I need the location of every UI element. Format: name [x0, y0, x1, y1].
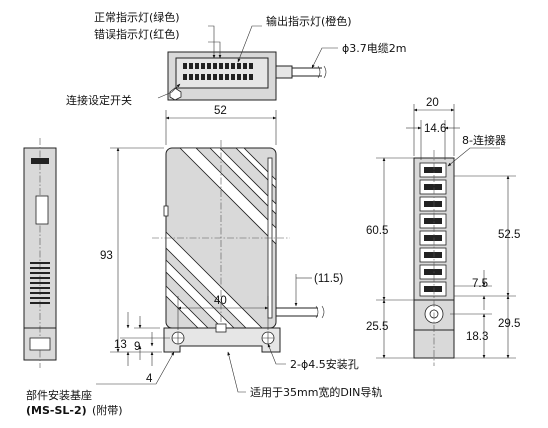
connector-stack — [419, 162, 447, 297]
dim-4: 4 — [146, 373, 153, 385]
mount-base-leader — [96, 351, 175, 385]
top-view-panel — [175, 57, 269, 89]
dim-93: 93 — [100, 250, 113, 262]
mounting-base — [163, 327, 281, 353]
dim-40: 40 — [214, 295, 227, 307]
error-led-label: 错误指示灯(红色) — [94, 27, 180, 41]
mount-base-suffix: (附带) — [92, 403, 123, 417]
error-led-leader — [208, 41, 222, 59]
connector-label: 8-连接器 — [462, 134, 506, 147]
front-cable — [276, 307, 318, 317]
side-view — [23, 138, 57, 368]
setting-switch-array — [183, 63, 253, 80]
connector-leader — [447, 147, 500, 167]
dim-11-5: (11.5) — [314, 273, 343, 285]
dim-7-5: 7.5 — [472, 278, 488, 290]
din-rail-label: 适用于35mm宽的DIN导轨 — [250, 385, 382, 399]
dim-18-3: 18.3 — [466, 331, 488, 343]
front-side-notch — [163, 205, 169, 217]
setting-switch-label: 连接设定开关 — [66, 93, 132, 107]
switch-leader — [157, 83, 181, 99]
dim-9: 9 — [134, 341, 140, 353]
din-leader — [227, 351, 246, 393]
side-slot — [35, 195, 49, 225]
cable-break-mark — [317, 65, 327, 79]
output-led-label: 输出指示灯(橙色) — [266, 14, 352, 28]
dim-25-5: 25.5 — [366, 321, 388, 333]
mount-base-model: (MS-SL-2) — [26, 404, 87, 417]
dim-29-5: 29.5 — [498, 318, 520, 330]
normal-led-leader — [208, 25, 216, 59]
side-vent-slits — [30, 262, 50, 304]
mount-base-label-line1: 部件安装基座 — [26, 388, 92, 402]
normal-led-label: 正常指示灯(绿色) — [94, 10, 180, 24]
dim-52-5: 52.5 — [498, 229, 520, 241]
front-cable-break-mark — [315, 305, 325, 319]
dim-13: 13 — [114, 339, 127, 351]
holes-leader — [267, 343, 286, 365]
mounting-holes-label: 2-ϕ4.5安装孔 — [290, 357, 359, 371]
base-center-tab — [215, 323, 227, 333]
cable-leader — [311, 47, 338, 69]
top-view — [157, 25, 338, 101]
connector-view — [413, 150, 455, 366]
side-top-marking — [31, 158, 49, 164]
front-view — [152, 140, 325, 353]
cable — [292, 67, 322, 77]
dim-52: 52 — [214, 105, 227, 117]
output-led-leader — [237, 25, 262, 63]
dim-14-6: 14.6 — [424, 123, 446, 135]
cable-boot — [275, 65, 293, 79]
dim-60-5: 60.5 — [366, 225, 388, 237]
side-clip — [29, 337, 51, 351]
front-hatching — [166, 148, 276, 328]
cable-label: ϕ3.7电缆2m — [342, 42, 406, 55]
dim-20: 20 — [426, 97, 439, 109]
